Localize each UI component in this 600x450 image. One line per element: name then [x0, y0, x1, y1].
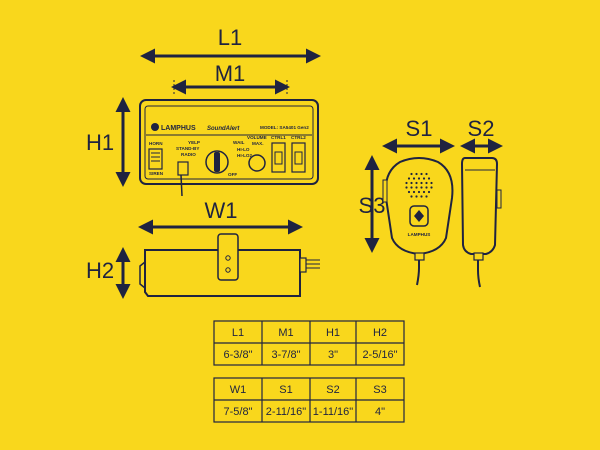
mode-off: OFF [228, 172, 237, 177]
h2-label: H2 [86, 258, 114, 283]
table1-value-h2: 2-5/16" [362, 349, 397, 361]
m1-dimension: M1 [171, 61, 290, 96]
table2-header-s3: S3 [373, 384, 386, 396]
table1-header-m1: M1 [278, 327, 293, 339]
brand-logo-icon [151, 123, 159, 131]
table1-header-h2: H2 [373, 327, 387, 339]
h1-label: H1 [86, 130, 114, 155]
ctrl2-switch [291, 142, 306, 173]
s2-label: S2 [468, 116, 495, 141]
table2-value-s3: 4" [375, 406, 385, 418]
table2-value-s2: 1-11/16" [313, 406, 353, 418]
mic-brand: LAMPHUS [408, 232, 431, 237]
dimension-table-2: W1 S1 S2 S3 7-5/8" 2-11/16" 1-11/16" 4" [213, 377, 405, 423]
mode-hilo: HI-LO [237, 147, 250, 152]
table2-value-w1: 7-5/8" [224, 406, 253, 418]
s3-label: S3 [359, 193, 386, 218]
l1-dimension: L1 [140, 25, 321, 64]
table2-header-w1: W1 [230, 384, 247, 396]
l1-label: L1 [218, 25, 242, 50]
dimension-table-1: L1 M1 H1 H2 6-3/8" 3-7/8" 3" 2-5/16" [213, 320, 405, 366]
horn-siren-switch [148, 148, 163, 170]
microphone-front: LAMPHUS [382, 157, 454, 286]
model-text: MODEL: SA5401 Gen2 [260, 125, 309, 130]
table1-value-m1: 3-7/8" [272, 349, 301, 361]
volume-label: VOLUME [247, 135, 267, 140]
microphone-side [460, 157, 502, 288]
ctrl1-switch [271, 142, 286, 173]
mic-logo-icon [409, 205, 429, 227]
table2-header-s1: S1 [279, 384, 292, 396]
s2-dimension: S2 [460, 116, 503, 154]
table1-value-l1: 6-3/8" [224, 349, 253, 361]
mode-radio: RADIO [181, 152, 196, 157]
horn-label: HORN [149, 141, 163, 146]
product-name: SoundAlert [207, 126, 240, 132]
s1-label: S1 [406, 116, 433, 141]
mode-hilo2: HI-LO2 [237, 153, 253, 158]
mounting-bracket [217, 233, 239, 281]
table1-header-l1: L1 [232, 327, 244, 339]
ctrl2-label: CTRL2 [291, 135, 306, 140]
siren-label: SIREN [149, 171, 164, 176]
volume-knob [248, 154, 266, 172]
s3-dimension: S3 [359, 155, 386, 253]
control-unit-front: LAMPHUS SoundAlert MODEL: SA5401 Gen2 HO… [139, 99, 319, 197]
w1-label: W1 [205, 198, 238, 223]
mic-grille-icon [405, 172, 433, 198]
control-unit-side [139, 233, 320, 297]
h2-dimension: H2 [86, 247, 131, 299]
mode-yelp: YELP [188, 140, 200, 145]
brand-name: LAMPHUS [161, 125, 196, 132]
mode-standby: STAND-BY [176, 146, 199, 151]
mode-wail: WAIL [233, 140, 245, 145]
mode-rotary-knob [205, 150, 229, 174]
w1-dimension: W1 [138, 198, 303, 235]
h1-dimension: H1 [86, 97, 131, 187]
table2-value-s1: 2-11/16" [266, 406, 306, 418]
ctrl1-label: CTRL1 [271, 135, 286, 140]
table1-value-h1: 3" [328, 349, 338, 361]
table2-header-s2: S2 [326, 384, 339, 396]
volume-max-label: MAX. [252, 141, 263, 146]
m1-label: M1 [215, 61, 246, 86]
table1-header-h1: H1 [326, 327, 340, 339]
s1-dimension: S1 [382, 116, 455, 154]
